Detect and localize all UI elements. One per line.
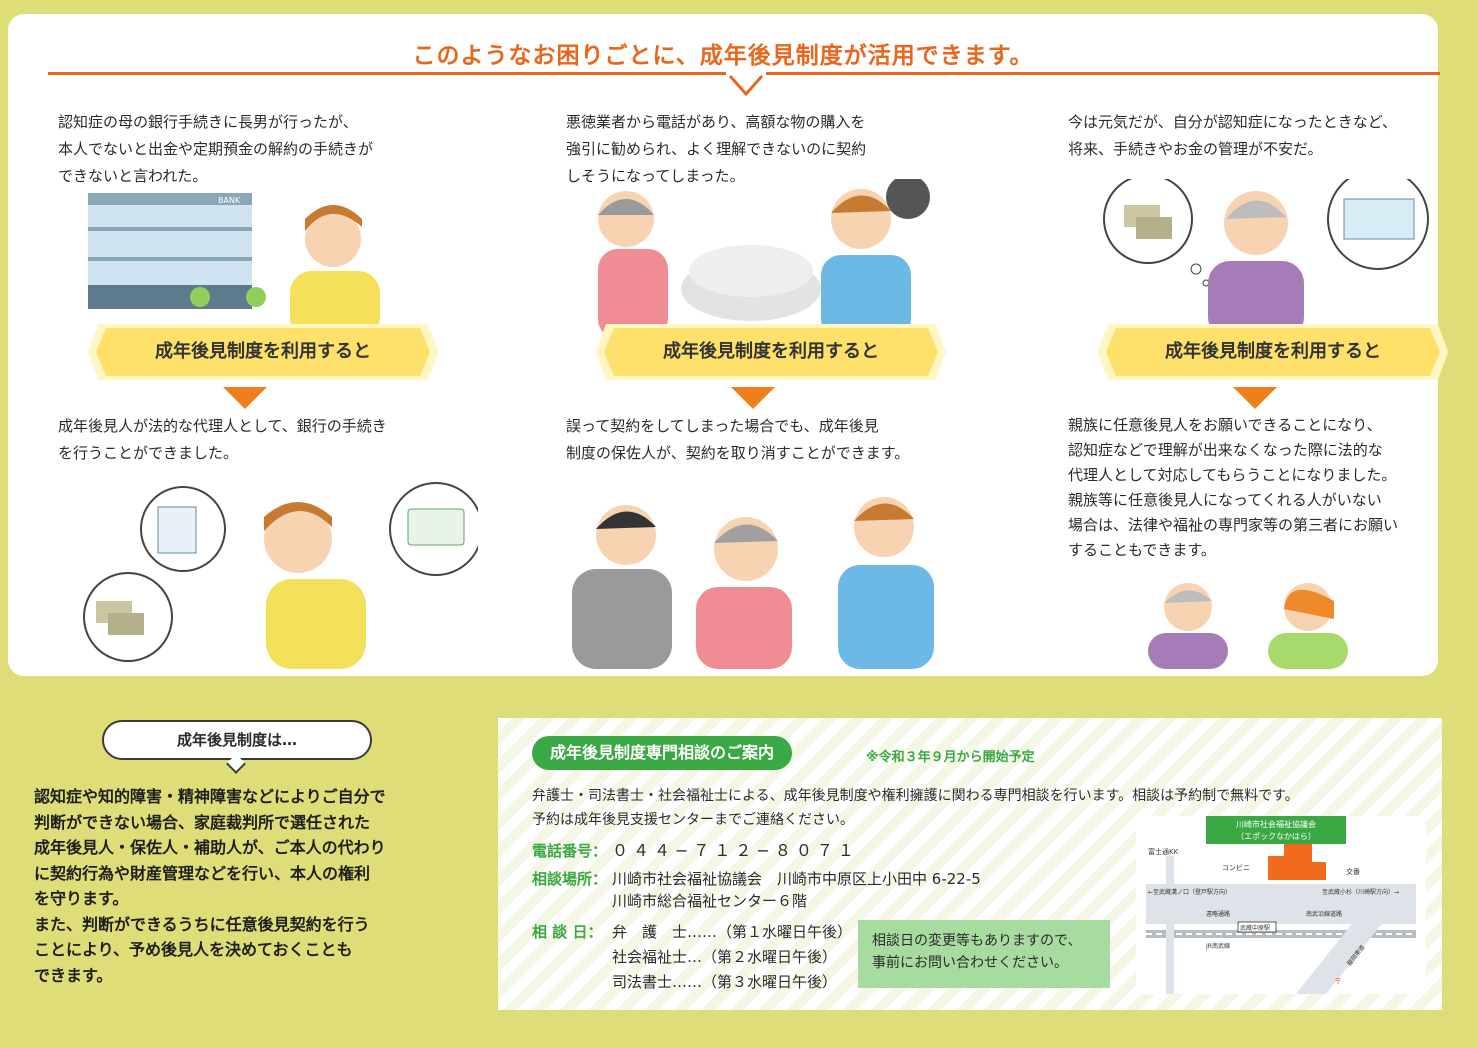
access-map: 川崎市社会福祉協議会 （エポックなかはら） 富士通KK コンビニ 交番 ←至武蔵…: [1136, 816, 1426, 994]
map-label-koban: 交番: [1346, 867, 1360, 876]
consultation-intro: 弁護士・司法書士・社会福祉士による、成年後見制度や権利擁護に関わる専門相談を行い…: [532, 788, 1299, 828]
cancel-contract-illustration: [572, 497, 934, 669]
phone-row: 電話番号：０４４−７１２−８０７１: [532, 841, 859, 860]
family-illustration: [1148, 583, 1348, 669]
chevron-down-icon: [726, 72, 766, 97]
ribbon-use-system: 成年後見制度を利用すると: [88, 324, 438, 380]
bank-sign: BANK: [218, 196, 241, 205]
start-note: ※令和３年９月から開始予定: [866, 750, 1035, 765]
place-row: 相談場所：川崎市社会福祉協議会 川崎市中原区上小田中 6-22-5 川崎市総合福…: [532, 870, 981, 910]
about-body: 認知症や知的障害・精神障害などによりご自分で判断ができない場合、家庭裁判所で選任…: [34, 787, 386, 985]
ribbon-use-system: 成年後見制度を利用すると: [1098, 324, 1448, 380]
arrow-down-icon: [223, 387, 267, 409]
map-post-office: 〒: [1334, 977, 1342, 986]
map-label-konbini: コンビニ: [1222, 863, 1250, 872]
map-left-direction: ←至武蔵溝ノ口（登戸駅方向）: [1148, 888, 1231, 896]
case-column-fraud: 悪徳業者から電話があり、高額な物の購入を強引に勧められ、よく理解できないのに契約…: [566, 109, 1006, 669]
fraud-illustration: [598, 179, 930, 339]
top-card: このようなお困りごとに、成年後見制度が活用できます。 認知症の母の銀行手続きに長…: [8, 14, 1448, 676]
consultation-panel: 成年後見制度専門相談のご案内 ※令和３年９月から開始予定 弁護士・司法書士・社会…: [498, 718, 1442, 1010]
map-target-sub: （エポックなかはら）: [1236, 832, 1316, 841]
map-right-direction: 至武蔵小杉（川崎駅方向）→: [1322, 888, 1399, 896]
target-building: [1268, 838, 1326, 880]
solution-text: 誤って契約をしてしまった場合でも、成年後見制度の保佐人が、契約を取り消すことがで…: [566, 417, 910, 462]
case-column-bank: 認知症の母の銀行手続きに長男が行ったが、本人でないと出金や定期預金の解約の手続き…: [58, 109, 498, 669]
consultation-title: 成年後見制度専門相談のご案内: [532, 736, 793, 770]
about-title: 成年後見制度は…: [102, 720, 372, 760]
map-station: 武蔵中原駅: [1240, 924, 1270, 932]
ribbon-use-system: 成年後見制度を利用すると: [596, 324, 946, 380]
map-target-name: 川崎市社会福祉協議会: [1236, 819, 1316, 829]
solution-text: 親族に任意後見人をお願いできることになり、認知症などで理解が出来なくなった際に法…: [1068, 416, 1399, 559]
worry-illustration: [1103, 179, 1429, 339]
arrow-down-icon: [731, 387, 775, 409]
arrow-down-icon: [1233, 387, 1277, 409]
bank-illustration: BANK: [88, 193, 380, 339]
solution-text: 成年後見人が法的な代理人として、銀行の手続きを行うことができました。: [58, 417, 387, 462]
notice-box: 相談日の変更等もありますので、事前にお問い合わせください。: [858, 920, 1110, 988]
headline: このようなお困りごとに、成年後見制度が活用できます。: [412, 43, 1034, 69]
phone-number[interactable]: ０４４−７１２−８０７１: [612, 841, 859, 860]
map-road-1: 遠略通路: [1206, 910, 1230, 918]
map-jr-line: JR南武線: [1205, 942, 1230, 950]
problem-text: 今は元気だが、自分が認知症になったときなど、将来、手続きやお金の管理が不安だ。: [1068, 113, 1397, 158]
map-label-fujitsu: 富士通KK: [1148, 847, 1179, 856]
problem-text: 悪徳業者から電話があり、高額な物の購入を強引に勧められ、よく理解できないのに契約…: [566, 113, 867, 185]
problem-text: 認知症の母の銀行手続きに長男が行ったが、本人でないと出金や定期預金の解約の手続き…: [58, 113, 374, 185]
guardian-illustration: [83, 482, 478, 669]
days-row: 相 談 日：弁 護 士……（第１水曜日午後） 社会福祉士…（第２水曜日午後） 司…: [532, 923, 853, 991]
map-road-2: 南武沿線道路: [1306, 910, 1342, 918]
case-column-future: 今は元気だが、自分が認知症になったときなど、将来、手続きやお金の管理が不安だ。 …: [1068, 109, 1477, 669]
